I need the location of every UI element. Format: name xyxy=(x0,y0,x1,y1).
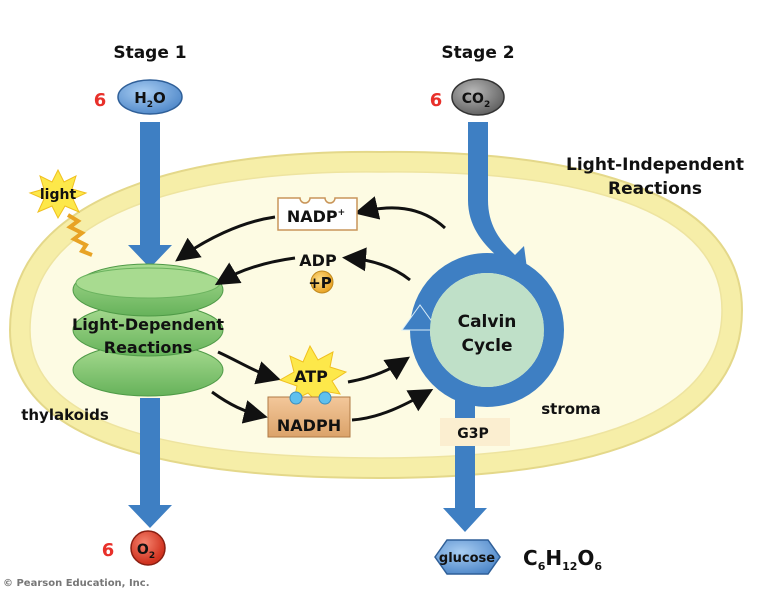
o2-molecule xyxy=(130,530,166,566)
co2-molecule xyxy=(451,78,505,116)
atp-to-calvin-arrow xyxy=(347,356,410,384)
glucose-formula: C6H12O6 xyxy=(523,546,602,573)
phosphate-label: +P xyxy=(308,274,332,292)
calvin-cycle-center xyxy=(430,273,544,387)
o2-output-arrow xyxy=(128,398,172,528)
light-independent-line2: Reactions xyxy=(608,179,702,199)
light-dependent-line2: Reactions xyxy=(104,338,193,357)
phosphate-icon xyxy=(310,270,334,294)
light-starburst-icon xyxy=(28,168,88,220)
electron-icon xyxy=(289,391,303,405)
light-to-atp-arrow xyxy=(217,350,281,385)
nadph-label: NADPH xyxy=(277,416,341,435)
nadp-to-light-arrow xyxy=(175,215,276,262)
h2o-label: H2O xyxy=(134,89,166,110)
light-label: light xyxy=(40,187,77,203)
adp-label: ADP xyxy=(299,251,337,270)
thylakoids-label: thylakoids xyxy=(21,406,109,424)
calvin-arrowhead-icon xyxy=(401,304,439,331)
calvin-line1: Calvin xyxy=(458,312,517,332)
glucose-output-arrow xyxy=(443,395,487,532)
nadph-box xyxy=(267,396,351,438)
adp-return-arrow xyxy=(342,247,411,282)
nadp-return-arrow xyxy=(354,196,447,230)
o2-coefficient: 6 xyxy=(102,540,115,561)
light-dependent-line1: Light-Dependent xyxy=(72,315,224,334)
o2-label: O2 xyxy=(137,542,155,561)
co2-input-arrow xyxy=(468,122,528,276)
nadp-label: NADP+ xyxy=(287,207,345,226)
electron-icon xyxy=(318,391,332,405)
thylakoid-stack xyxy=(72,263,224,397)
light-squiggle-arrow xyxy=(66,213,93,257)
h2o-input-arrow xyxy=(128,122,172,268)
light-to-nadph-arrow xyxy=(211,390,268,424)
co2-coefficient: 6 xyxy=(430,90,443,111)
g3p-label: G3P xyxy=(457,426,489,442)
calvin-line2: Cycle xyxy=(462,336,513,356)
co2-label: CO2 xyxy=(462,91,490,110)
h2o-molecule xyxy=(117,79,183,115)
stage1-label: Stage 1 xyxy=(113,43,186,63)
adp-to-light-arrow xyxy=(214,256,296,286)
glucose-label: glucose xyxy=(439,551,495,566)
stroma-label: stroma xyxy=(541,400,601,418)
stage2-label: Stage 2 xyxy=(441,43,514,63)
nadp-box xyxy=(277,197,358,231)
light-independent-line1: Light-Independent xyxy=(566,155,744,175)
nadph-to-calvin-arrow xyxy=(351,389,434,422)
h2o-coefficient: 6 xyxy=(94,90,107,111)
copyright-footer: © Pearson Education, Inc. xyxy=(3,578,150,589)
glucose-hexagon-icon xyxy=(434,539,501,575)
atp-label: ATP xyxy=(294,367,328,386)
g3p-box xyxy=(440,418,510,446)
